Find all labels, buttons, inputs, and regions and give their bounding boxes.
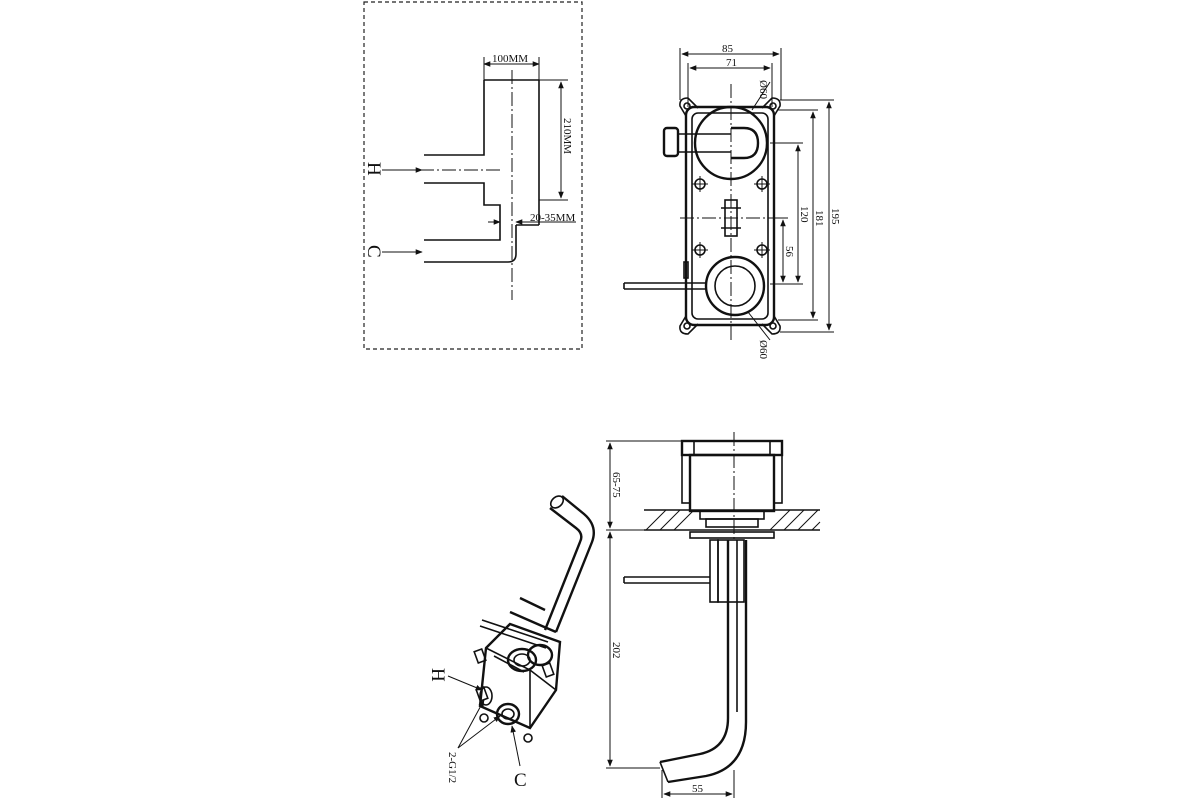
in-wall-body — [680, 432, 784, 540]
faucet-assembly — [623, 539, 748, 784]
dim-top-diameter: Ø60 — [751, 80, 771, 111]
screws — [692, 176, 770, 258]
iso-handle — [479, 619, 554, 667]
label-181: 181 — [813, 210, 825, 227]
side-view: 65-75 202 55 — [606, 432, 821, 798]
label-120: 120 — [798, 206, 810, 223]
wall-section — [644, 509, 821, 531]
dim-bottom-diameter: Ø60 — [747, 311, 771, 359]
front-view: 85 71 Ø60 Ø60 195 181 — [623, 43, 841, 359]
dim-65-75: 65-75 — [606, 440, 682, 531]
label-bottom-diameter: Ø60 — [757, 340, 769, 359]
iso-cold-label: C — [514, 770, 527, 791]
detail-frame — [363, 1, 583, 350]
dim-20-35mm: 20-35MM — [488, 205, 576, 228]
iso-hot-label: H — [427, 668, 448, 682]
dim-100mm: 100MM — [483, 53, 540, 80]
label-71: 71 — [726, 57, 737, 69]
label-202: 202 — [610, 642, 622, 659]
label-85: 85 — [722, 43, 734, 55]
dim-71: 71 — [687, 57, 773, 107]
top-cartridge — [662, 105, 769, 181]
label-20-35mm: 20-35MM — [530, 212, 575, 224]
label-210mm: 210MM — [561, 118, 573, 154]
iso-labels: H 2-G1/2 C — [427, 668, 527, 791]
mixer-body — [684, 105, 776, 327]
dim-120: 120 — [770, 142, 810, 285]
dim-202: 202 — [606, 531, 660, 769]
dim-85: 85 — [679, 43, 782, 100]
hot-inlet: H — [363, 162, 423, 176]
label-55: 55 — [692, 783, 704, 795]
dim-181: 181 — [778, 109, 825, 321]
dim-195: 195 — [780, 99, 841, 333]
cold-inlet: C — [363, 245, 423, 258]
iso-thread-label: 2-G1/2 — [446, 752, 458, 783]
iso-spout — [509, 495, 595, 634]
installation-detail: 100MM 210MM 20-35MM H C — [363, 1, 583, 350]
bottom-cartridge — [623, 255, 766, 317]
label-56: 56 — [783, 246, 795, 258]
center-slot — [680, 84, 782, 340]
label-195: 195 — [829, 208, 841, 225]
iso-view: H 2-G1/2 C — [427, 495, 595, 791]
cold-label: C — [363, 245, 384, 258]
dim-210mm: 210MM — [539, 79, 573, 201]
label-65-75: 65-75 — [610, 472, 622, 498]
label-top-diameter: Ø60 — [757, 80, 769, 99]
dim-55: 55 — [661, 770, 735, 798]
detail-tube — [420, 70, 540, 300]
hot-label: H — [363, 162, 384, 176]
label-100mm: 100MM — [492, 53, 528, 65]
dim-56: 56 — [770, 217, 795, 283]
